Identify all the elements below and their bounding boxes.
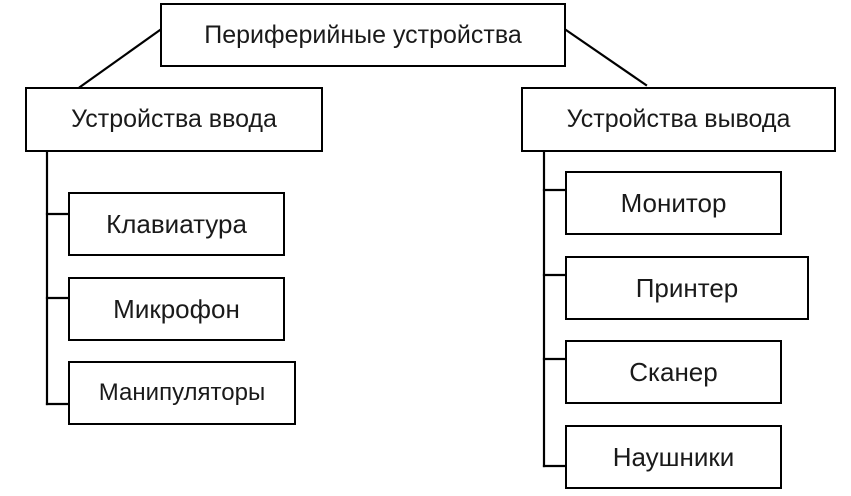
output-item-label: Сканер: [629, 357, 718, 387]
category-output-devices: Устройства вывода: [521, 87, 836, 152]
category-input-label: Устройства ввода: [71, 105, 277, 133]
input-item-pointing-devices: Манипуляторы: [68, 361, 296, 425]
output-item-monitor: Монитор: [565, 171, 782, 235]
output-item-scanner: Сканер: [565, 340, 782, 404]
output-item-label: Монитор: [620, 188, 727, 218]
connector-root-output: [564, 28, 648, 87]
input-item-microphone: Микрофон: [68, 277, 285, 341]
output-item-label: Принтер: [635, 273, 739, 303]
connector-root-input: [78, 28, 162, 89]
root-label: Периферийные устройства: [204, 20, 522, 49]
category-input-devices: Устройства ввода: [25, 87, 323, 152]
output-item-headphones: Наушники: [565, 425, 782, 489]
input-item-keyboard: Клавиатура: [68, 192, 285, 256]
input-item-label: Микрофон: [113, 294, 240, 324]
root-node: Периферийные устройства: [160, 3, 566, 67]
input-item-label: Манипуляторы: [98, 379, 266, 406]
output-item-printer: Принтер: [565, 256, 809, 320]
output-item-label: Наушники: [612, 442, 735, 472]
category-output-label: Устройства вывода: [566, 105, 791, 133]
input-item-label: Клавиатура: [106, 209, 247, 239]
